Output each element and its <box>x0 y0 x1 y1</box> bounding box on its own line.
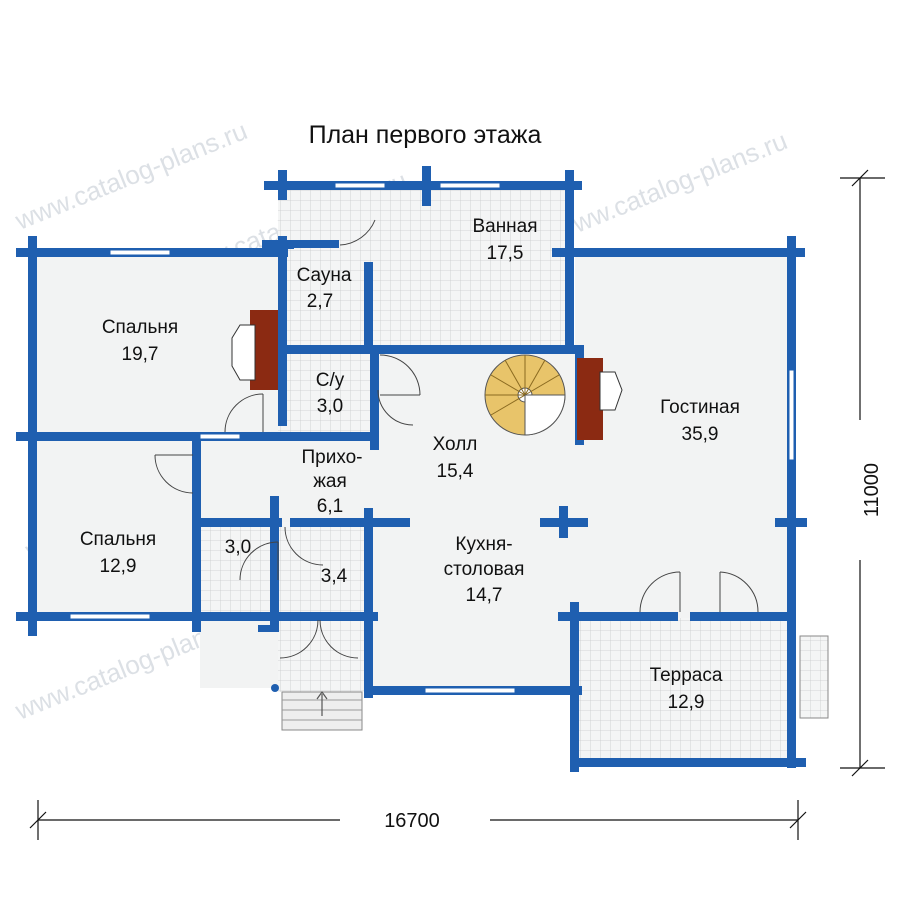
spiral-stair <box>484 354 566 436</box>
floor-wc <box>278 350 370 438</box>
floor-closet-2 <box>278 522 370 620</box>
page-title: План первого этажа <box>309 121 542 149</box>
room-name-bathroom: Ванная <box>472 216 537 237</box>
room-area-wc: 3,0 <box>317 396 343 417</box>
room-name-bedroom-2: Спальня <box>80 529 156 550</box>
windows <box>69 182 795 694</box>
room-name-living: Гостиная <box>660 397 740 418</box>
dimension-width-label: 16700 <box>384 810 440 832</box>
dimension-depth <box>840 169 885 777</box>
room-labels: Ванная 17,5 Сауна 2,7 Спальня 19,7 С/у 3… <box>80 216 740 713</box>
room-area-terrace: 12,9 <box>668 692 705 713</box>
floors <box>28 190 829 758</box>
room-area-sauna: 2,7 <box>307 291 333 312</box>
room-area-bedroom-1: 19,7 <box>122 344 159 365</box>
room-area-closet-2: 3,4 <box>321 566 348 587</box>
doors <box>154 219 759 659</box>
dimension-width <box>29 800 807 840</box>
room-name-terrace: Терраса <box>650 665 723 686</box>
floor-closet-1 <box>200 522 278 620</box>
fireplace-left <box>231 310 278 390</box>
terrace-steps <box>799 635 829 719</box>
room-name-hall: Холл <box>433 434 478 455</box>
room-area-entry: 6,1 <box>317 496 343 517</box>
floor-bedroom-2 <box>28 438 200 618</box>
room-name-wc: С/у <box>316 370 345 391</box>
room-name-sauna: Сауна <box>297 265 352 286</box>
room-name-kitchen-1: Кухня- <box>455 534 512 555</box>
floor-bathroom <box>278 190 573 350</box>
room-name-bedroom-1: Спальня <box>102 317 178 338</box>
room-area-bedroom-2: 12,9 <box>100 556 137 577</box>
room-area-bathroom: 17,5 <box>487 243 524 264</box>
room-name-entry-2: жая <box>313 471 347 492</box>
fireplace-right <box>577 358 623 440</box>
room-area-living: 35,9 <box>682 424 719 445</box>
watermark-text: www.catalog-plans.ru <box>550 125 791 246</box>
room-name-kitchen-2: столовая <box>444 559 525 580</box>
room-name-entry-1: Прихо- <box>301 447 362 468</box>
room-area-kitchen: 14,7 <box>466 585 503 606</box>
dimension-depth-label: 11000 <box>861 463 883 517</box>
room-area-closet-1: 3,0 <box>225 537 251 558</box>
watermark-text: www.catalog-plans.ru <box>10 115 251 236</box>
room-area-hall: 15,4 <box>437 461 474 482</box>
floor-terrace <box>575 618 795 758</box>
porch-steps <box>271 684 363 731</box>
floor-living <box>575 248 793 618</box>
